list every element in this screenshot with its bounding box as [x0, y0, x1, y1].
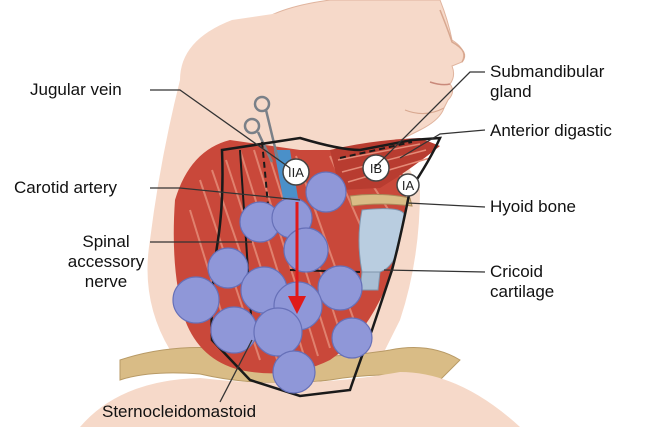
zone-iia-label: IIA: [288, 165, 304, 180]
label-spinal-line-3: nerve: [60, 272, 152, 292]
label-anterior-digastic: Anterior digastic: [490, 121, 612, 141]
zone-ia-marker: IA: [397, 174, 419, 196]
label-jugular-vein: Jugular vein: [30, 80, 122, 100]
lymph-node: [284, 228, 328, 272]
label-cricoid-line-2: cartilage: [490, 282, 554, 302]
label-submandibular-line-1: Submandibular: [490, 62, 604, 82]
zone-ib-marker: IB: [363, 155, 389, 181]
label-spinal-line-2: accessory: [60, 252, 152, 272]
zone-ib-label: IB: [370, 161, 382, 176]
lymph-node: [254, 308, 302, 356]
zone-iia-marker: IIA: [283, 159, 309, 185]
label-cricoid-cartilage: Cricoid cartilage: [490, 262, 554, 302]
lymph-node: [306, 172, 346, 212]
lymph-node: [211, 307, 257, 353]
label-spinal-line-1: Spinal: [60, 232, 152, 252]
lymph-node: [332, 318, 372, 358]
lymph-node: [273, 351, 315, 393]
label-carotid-artery: Carotid artery: [14, 178, 117, 198]
label-spinal-accessory-nerve: Spinal accessory nerve: [60, 232, 152, 292]
lymph-node: [318, 266, 362, 310]
label-submandibular-gland: Submandibular gland: [490, 62, 604, 102]
label-hyoid-bone: Hyoid bone: [490, 197, 576, 217]
zone-ia-label: IA: [402, 178, 415, 193]
label-submandibular-line-2: gland: [490, 82, 604, 102]
label-sternocleidomastoid: Sternocleidomastoid: [102, 402, 256, 422]
lymph-node: [173, 277, 219, 323]
label-cricoid-line-1: Cricoid: [490, 262, 554, 282]
